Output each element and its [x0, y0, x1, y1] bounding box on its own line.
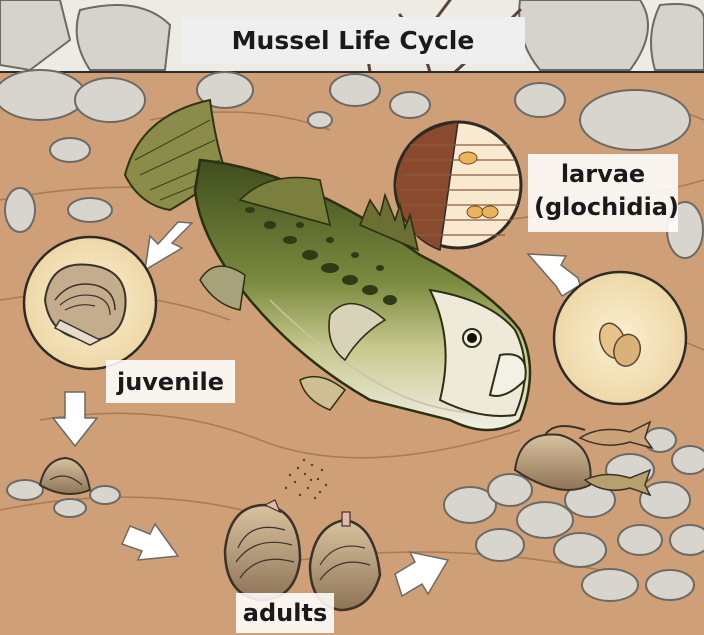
larvae-label: larvae (glochidia) [528, 154, 678, 232]
larvae-label-line2: (glochidia) [534, 191, 672, 224]
diagram-title: Mussel Life Cycle [181, 17, 525, 64]
juvenile-label: juvenile [106, 360, 235, 403]
larva-inset [554, 272, 686, 404]
adult-mussel-1 [225, 505, 300, 600]
juvenile-inset [24, 237, 156, 369]
adults-label: adults [236, 593, 334, 633]
larvae-label-line1: larvae [534, 158, 672, 191]
